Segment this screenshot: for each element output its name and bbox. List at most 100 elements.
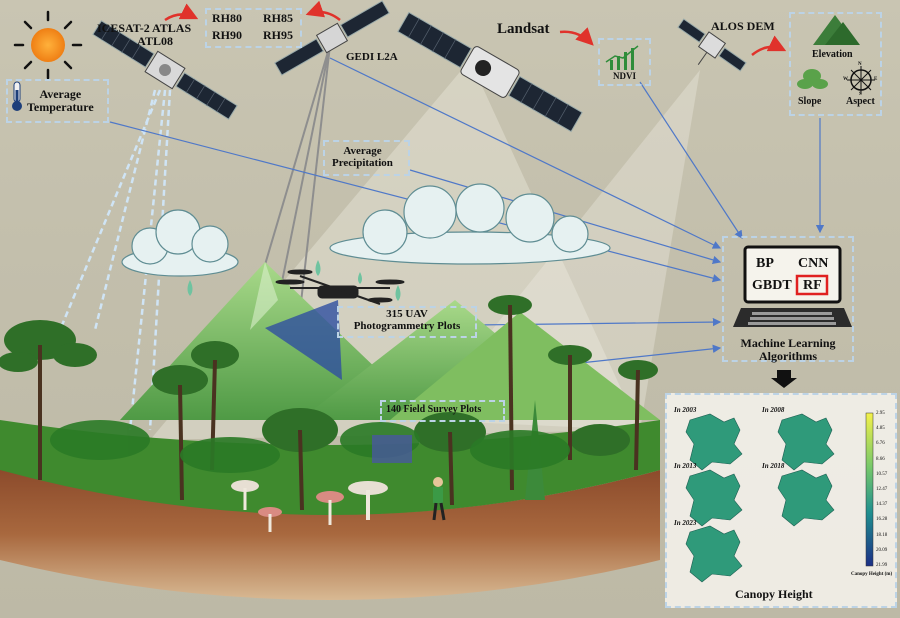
map-2023 bbox=[685, 525, 743, 583]
year-2008: In 2008 bbox=[762, 406, 785, 414]
colorbar-tick-label: 4.85 bbox=[876, 426, 885, 432]
icesat-satellite bbox=[92, 20, 238, 120]
compass-s: S bbox=[859, 92, 862, 97]
compass-n: N bbox=[858, 62, 862, 67]
canopy-height-maps bbox=[685, 413, 835, 583]
raindrops bbox=[187, 260, 401, 301]
icesat-label: ICESAT-2 ATLAS ATL08 bbox=[97, 22, 191, 47]
aspect-label: Aspect bbox=[846, 96, 875, 107]
map-2008 bbox=[777, 413, 835, 471]
temperature-line2: Temperature bbox=[27, 99, 94, 114]
sun-icon bbox=[13, 10, 83, 80]
cloud-left bbox=[121, 209, 239, 277]
ml-title-line2: Algorithms bbox=[759, 348, 817, 363]
icesat-to-rh-arrow bbox=[164, 3, 199, 22]
soil-layer bbox=[0, 468, 660, 600]
map-2018 bbox=[777, 469, 835, 527]
gedi-to-rh-arrow bbox=[305, 0, 341, 21]
ndvi-box bbox=[598, 38, 651, 86]
rh-metrics-box bbox=[205, 8, 302, 48]
model-cnn: CNN bbox=[798, 256, 829, 271]
rf-highlight-box bbox=[795, 274, 829, 296]
model-bp: BP bbox=[756, 256, 774, 271]
precipitation-label: Average Precipitation bbox=[332, 145, 393, 169]
temperature-label: Average Temperature bbox=[27, 88, 94, 113]
uav-footprint bbox=[265, 300, 342, 380]
map-2003 bbox=[685, 413, 743, 471]
temperature-box bbox=[6, 79, 109, 123]
precipitation-box bbox=[323, 140, 410, 176]
elevation-label: Elevation bbox=[812, 49, 853, 60]
uav-drone-icon bbox=[275, 269, 405, 305]
terrain-box bbox=[789, 12, 882, 116]
colorbar-title: Canopy Height (m) bbox=[851, 572, 893, 577]
output-title: Canopy Height bbox=[735, 587, 813, 601]
icesat-label-line1: ICESAT-2 ATLAS bbox=[97, 21, 192, 35]
down-arrow-icon bbox=[771, 370, 797, 388]
field-plots-box bbox=[380, 400, 505, 422]
rh85-label: RH85 bbox=[263, 11, 293, 25]
uav-line2: Photogrammetry Plots bbox=[353, 319, 461, 332]
mushrooms bbox=[231, 480, 388, 532]
landsat-label: Landsat bbox=[497, 21, 550, 37]
cloud-right bbox=[329, 183, 611, 265]
uav-plots-box bbox=[337, 306, 477, 338]
alos-to-terrain-arrow bbox=[751, 35, 787, 56]
laptop-icon bbox=[733, 245, 852, 327]
field-plot-marker bbox=[372, 435, 412, 463]
year-2013: In 2013 bbox=[674, 462, 697, 470]
ndvi-label: NDVI bbox=[613, 71, 637, 81]
ml-title-line1: Machine Learning bbox=[740, 336, 836, 350]
field-surveyor bbox=[432, 477, 446, 521]
year-2023: In 2023 bbox=[674, 519, 697, 527]
icesat-label-line2: ATL08 bbox=[137, 33, 173, 48]
year-2018: In 2018 bbox=[762, 462, 785, 470]
rh95-label: RH95 bbox=[263, 27, 293, 42]
rh-metrics: RH80 RH85 RH90 RH95 bbox=[212, 12, 293, 41]
compass-e: E bbox=[874, 77, 878, 82]
colorbar-tick-label: 8.66 bbox=[876, 456, 885, 462]
connectors-to-ml bbox=[109, 57, 825, 371]
output-box bbox=[665, 393, 897, 608]
colorbar-tick-label: 10.57 bbox=[876, 471, 888, 477]
ml-title: Machine Learning Algorithms bbox=[736, 337, 840, 362]
colorbar-tick-label: 6.76 bbox=[876, 441, 885, 447]
field-plots-label: 140 Field Survey Plots bbox=[386, 404, 482, 415]
rh80-label: RH80 bbox=[212, 11, 242, 25]
ndvi-chart-icon bbox=[605, 45, 639, 70]
slope-label: Slope bbox=[798, 96, 822, 107]
ml-box bbox=[722, 236, 854, 362]
landsat-satellite bbox=[397, 11, 583, 133]
rh90-label: RH90 bbox=[212, 27, 242, 42]
colorbar-tick-label: 21.99 bbox=[876, 563, 888, 568]
thermometer-icon bbox=[12, 81, 22, 111]
uav-line1: 315 UAV bbox=[386, 308, 428, 320]
colorbar-tick-label: 16.28 bbox=[876, 517, 888, 523]
model-rf: RF bbox=[803, 278, 822, 293]
model-gbdt: GBDT bbox=[752, 278, 792, 293]
map-2013 bbox=[685, 469, 743, 527]
elevation-icon bbox=[813, 15, 860, 45]
colorbar-tick-label: 12.47 bbox=[876, 487, 888, 492]
temperature-line1: Average bbox=[39, 87, 82, 101]
alos-label: ALOS DEM bbox=[711, 19, 775, 33]
gedi-label: GEDI L2A bbox=[346, 51, 398, 63]
year-2003: In 2003 bbox=[674, 406, 697, 414]
alos-satellite bbox=[677, 18, 747, 72]
slope-icon bbox=[797, 69, 828, 89]
uav-plots-label: 315 UAV Photogrammetry Plots bbox=[344, 308, 470, 332]
landsat-to-ndvi-arrow bbox=[559, 27, 594, 46]
canopy-height-colorbar bbox=[865, 412, 874, 567]
colorbar-tick-label: 2.95 bbox=[876, 411, 885, 416]
colorbar-tick-label: 20.09 bbox=[876, 547, 888, 553]
colorbar-tick-label: 14.37 bbox=[876, 502, 888, 508]
colorbar-tick-label: 18.18 bbox=[876, 532, 888, 538]
gedi-satellite bbox=[274, 0, 390, 76]
precipitation-line2: Precipitation bbox=[332, 156, 393, 169]
compass-w: W bbox=[843, 77, 848, 82]
aspect-icon bbox=[847, 66, 875, 94]
forest bbox=[0, 295, 658, 532]
precipitation-line1: Average bbox=[343, 145, 382, 157]
